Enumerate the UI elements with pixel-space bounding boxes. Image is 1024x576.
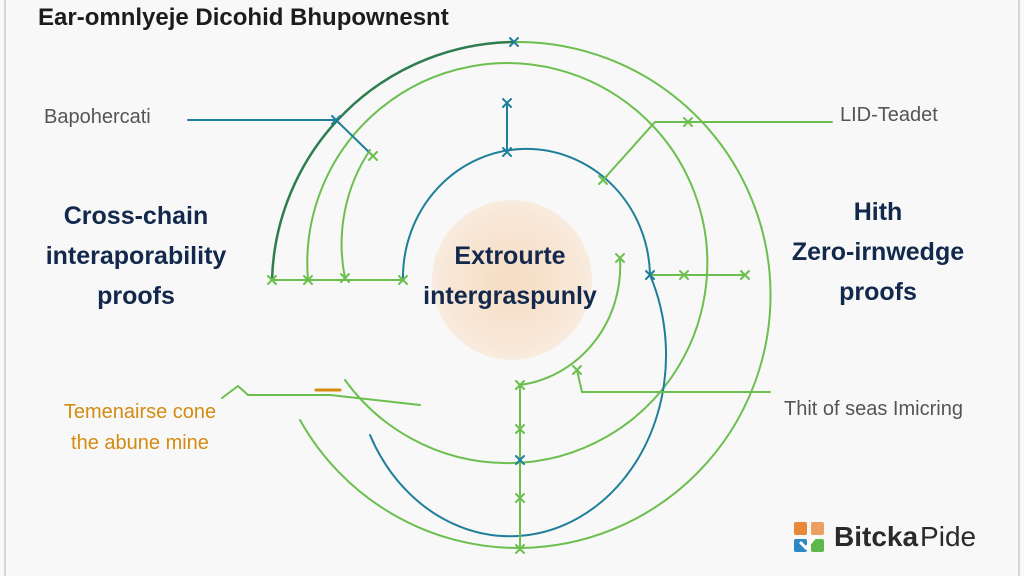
node-marker bbox=[515, 380, 525, 390]
node-marker bbox=[645, 270, 655, 280]
logo-name-light: Pide bbox=[920, 521, 977, 552]
node-marker bbox=[598, 175, 608, 185]
center-glow bbox=[432, 200, 592, 360]
connector-top-right bbox=[602, 121, 833, 181]
node-marker bbox=[572, 365, 582, 375]
node-marker bbox=[515, 424, 525, 434]
node-marker bbox=[398, 275, 408, 285]
left-frame-border bbox=[4, 0, 6, 576]
node-marker bbox=[679, 270, 689, 280]
node-marker bbox=[515, 544, 525, 554]
node-marker bbox=[515, 493, 525, 503]
third-ring-teal bbox=[401, 147, 651, 281]
label-right-main: Hith Zero-irnwedge proofs bbox=[770, 192, 986, 312]
second-ring bbox=[306, 62, 709, 465]
connector-bottom-left bbox=[221, 384, 421, 406]
label-bottom-left-line: Temenairse cone bbox=[63, 401, 217, 423]
node-marker bbox=[331, 115, 341, 125]
label-bottom-left: Temenairse cone the abune mine bbox=[40, 397, 240, 459]
label-left-line: interaporability bbox=[45, 242, 227, 270]
brand-logo: Bitcka Pide bbox=[792, 520, 976, 554]
node-marker bbox=[683, 117, 693, 127]
connector-top-left bbox=[187, 119, 374, 157]
node-marker bbox=[368, 151, 378, 161]
node-marker bbox=[502, 147, 512, 157]
label-bottom-right: Thit of seas Imicring bbox=[784, 398, 963, 420]
node-marker bbox=[515, 455, 525, 465]
label-top-left: Bapohercati bbox=[44, 106, 151, 128]
node-marker bbox=[502, 98, 512, 108]
right-frame-border bbox=[1018, 0, 1020, 576]
node-markers bbox=[267, 37, 750, 554]
node-marker bbox=[340, 273, 350, 283]
logo-icon bbox=[794, 522, 824, 552]
label-center-line: intergraspunly bbox=[423, 282, 597, 310]
outer-ring-bottom-arc bbox=[299, 419, 521, 550]
label-right-line: Zero-irnwedge bbox=[791, 238, 965, 266]
label-right-line: Hith bbox=[853, 198, 903, 226]
third-ring-teal-lower bbox=[369, 274, 667, 538]
connector-bottom-right bbox=[576, 369, 771, 393]
diagram-title: Ear-omnlyeje Dicohid Bhupownesnt bbox=[38, 4, 449, 31]
inner-ring bbox=[340, 149, 371, 279]
label-bottom-left-line: the abune mine bbox=[71, 432, 209, 454]
node-marker bbox=[509, 37, 519, 47]
outer-ring-right-arc bbox=[514, 40, 772, 549]
label-center-line: Extrourte bbox=[454, 242, 566, 270]
inner-ring-lower bbox=[519, 257, 622, 386]
node-marker bbox=[267, 275, 277, 285]
label-top-right: LID-Teadet bbox=[840, 104, 938, 126]
label-left-main: Cross-chain interaporability proofs bbox=[20, 196, 252, 316]
node-marker bbox=[303, 275, 313, 285]
label-left-line: proofs bbox=[97, 282, 175, 310]
outer-ring-left-arc bbox=[270, 40, 517, 282]
node-marker bbox=[615, 253, 625, 263]
label-right-line: proofs bbox=[839, 278, 917, 306]
label-center: Extrourte intergraspunly bbox=[410, 236, 610, 316]
node-marker bbox=[740, 270, 750, 280]
label-left-line: Cross-chain bbox=[63, 202, 209, 230]
logo-name-bold: Bitcka bbox=[834, 521, 919, 552]
